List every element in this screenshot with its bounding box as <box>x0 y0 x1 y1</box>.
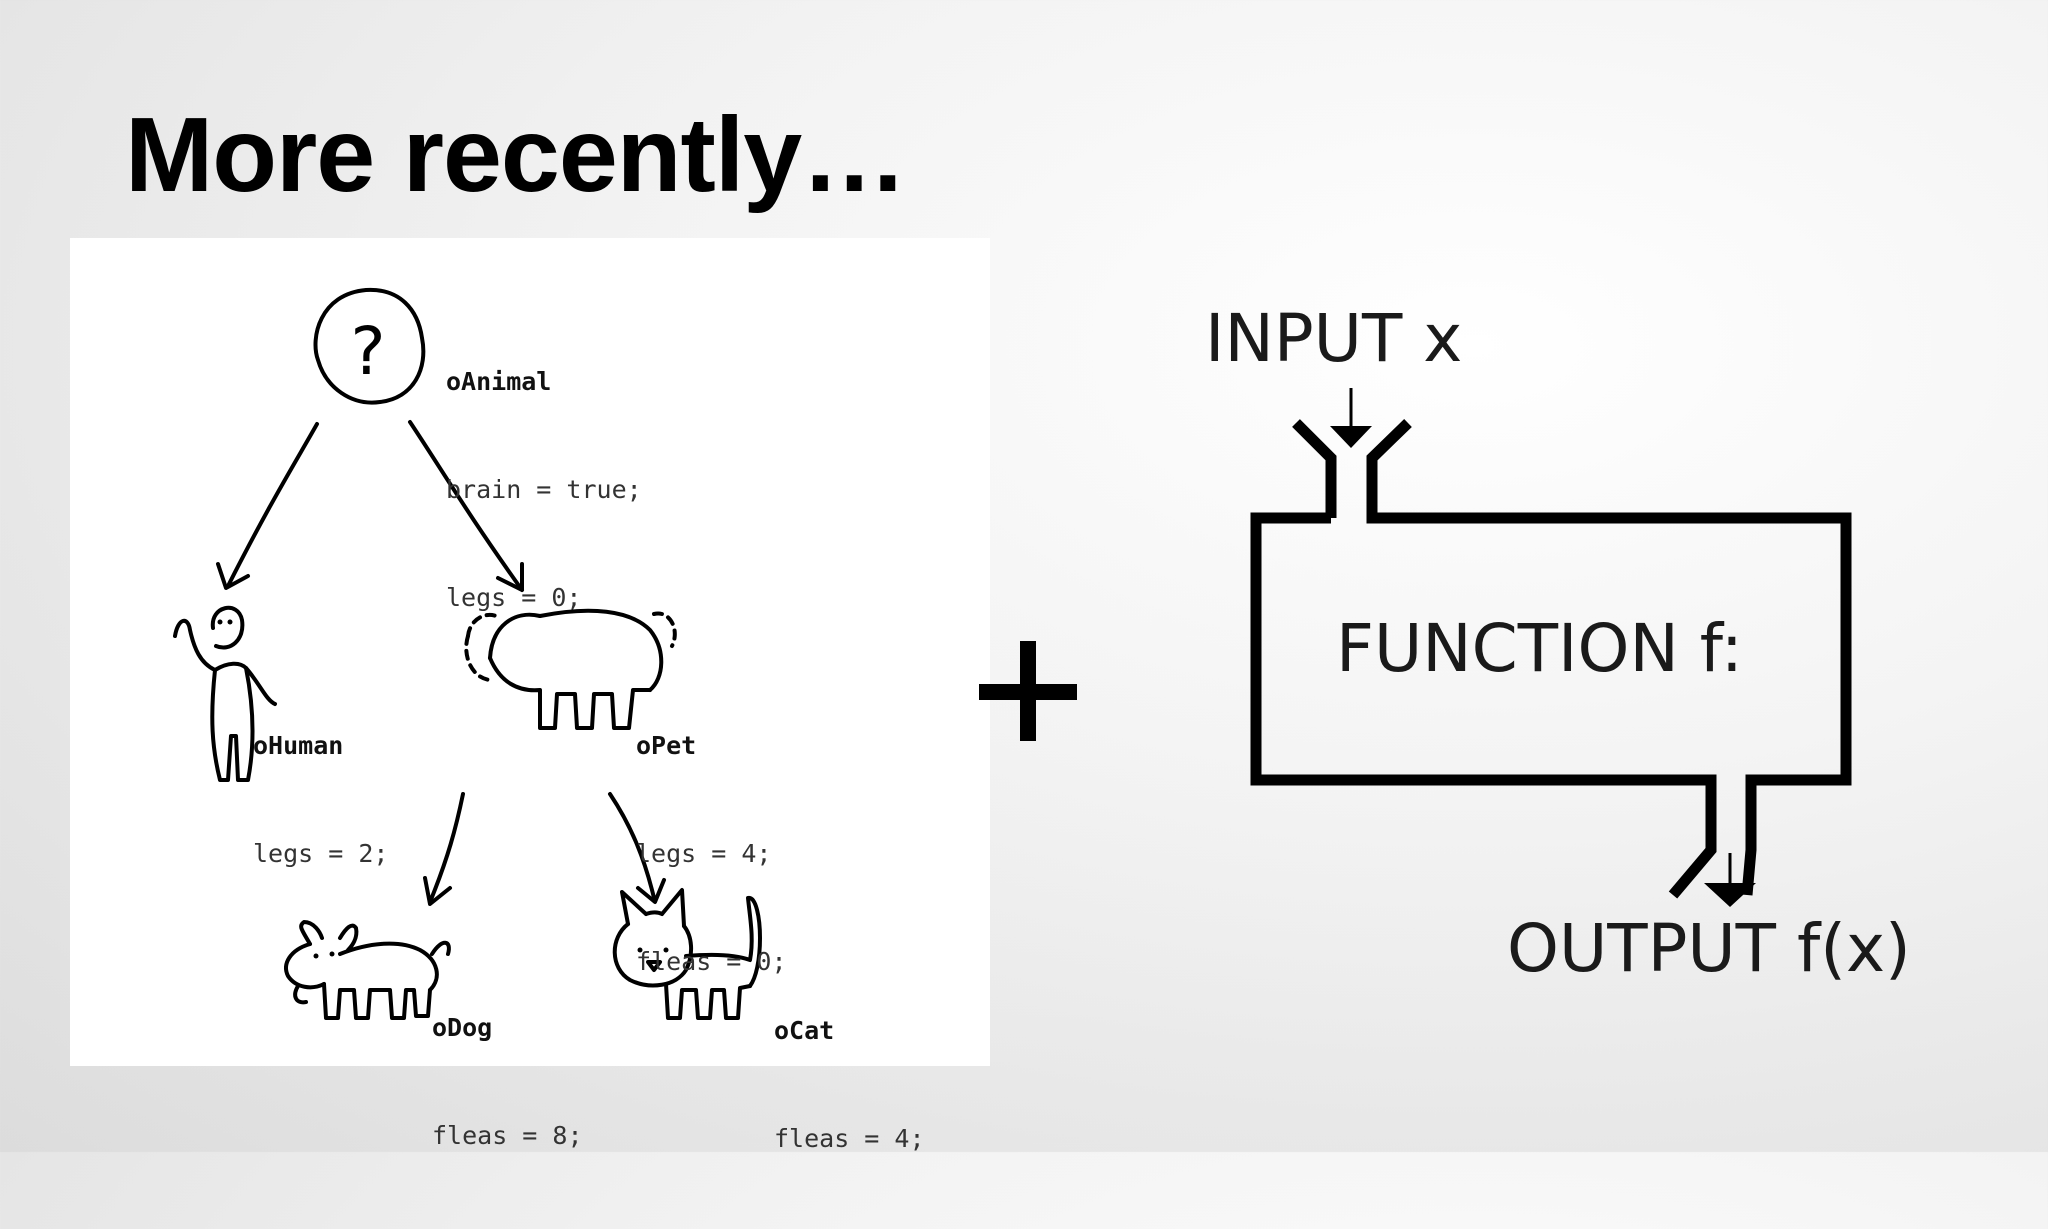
cat-figure <box>612 888 762 1020</box>
slide-title: More recently… <box>125 96 907 214</box>
arrow-pet-to-dog <box>423 792 465 906</box>
class-name-opet: oPet <box>636 731 697 760</box>
prop-oanimal-brain: brain = true; <box>446 475 642 504</box>
prop-ohuman-legs: legs = 2; <box>253 839 389 868</box>
code-ohuman: oHuman legs = 2; <box>253 656 388 944</box>
arrow-animal-to-pet <box>408 420 524 592</box>
class-name-oanimal: oAnimal <box>446 367 552 396</box>
prop-odog-fleas: fleas = 8; <box>432 1121 583 1150</box>
output-label: OUTPUT f(x) <box>1507 910 1911 987</box>
plus-sign <box>975 635 1085 745</box>
inheritance-drawing: ? <box>173 287 762 1020</box>
code-odog: oDog fleas = 8; <box>432 938 583 1226</box>
code-ocat: oCat fleas = 4; <box>774 941 925 1229</box>
class-name-ocat: oCat <box>774 1016 835 1045</box>
prop-opet-legs: legs = 4; <box>636 839 772 868</box>
code-oanimal: oAnimal brain = true; legs = 0; <box>446 292 642 688</box>
function-label: FUNCTION f: <box>1336 610 1743 687</box>
function-machine-diagram: INPUT x FUNCTION f: OUTPUT f(x) <box>1180 280 1970 1020</box>
human-figure <box>173 605 277 782</box>
arrow-animal-to-human <box>216 422 319 590</box>
prop-ocat-fleas: fleas = 4; <box>774 1124 925 1153</box>
prop-oanimal-legs: legs = 0; <box>446 583 582 612</box>
dog-figure <box>284 920 451 1020</box>
input-label: INPUT x <box>1205 300 1463 377</box>
code-opet: oPet legs = 4; fleas = 0; <box>636 656 787 1052</box>
inheritance-diagram: ? <box>70 238 990 1153</box>
question-mark-icon: ? <box>350 313 385 390</box>
animal-figure: ? <box>313 287 426 405</box>
class-name-ohuman: oHuman <box>253 731 344 760</box>
pet-figure <box>464 608 677 730</box>
function-machine-drawing <box>1250 388 1852 907</box>
prop-opet-fleas: fleas = 0; <box>636 947 787 976</box>
class-name-odog: oDog <box>432 1013 493 1042</box>
function-box-outline <box>1250 419 1852 899</box>
arrow-pet-to-cat <box>608 792 666 904</box>
